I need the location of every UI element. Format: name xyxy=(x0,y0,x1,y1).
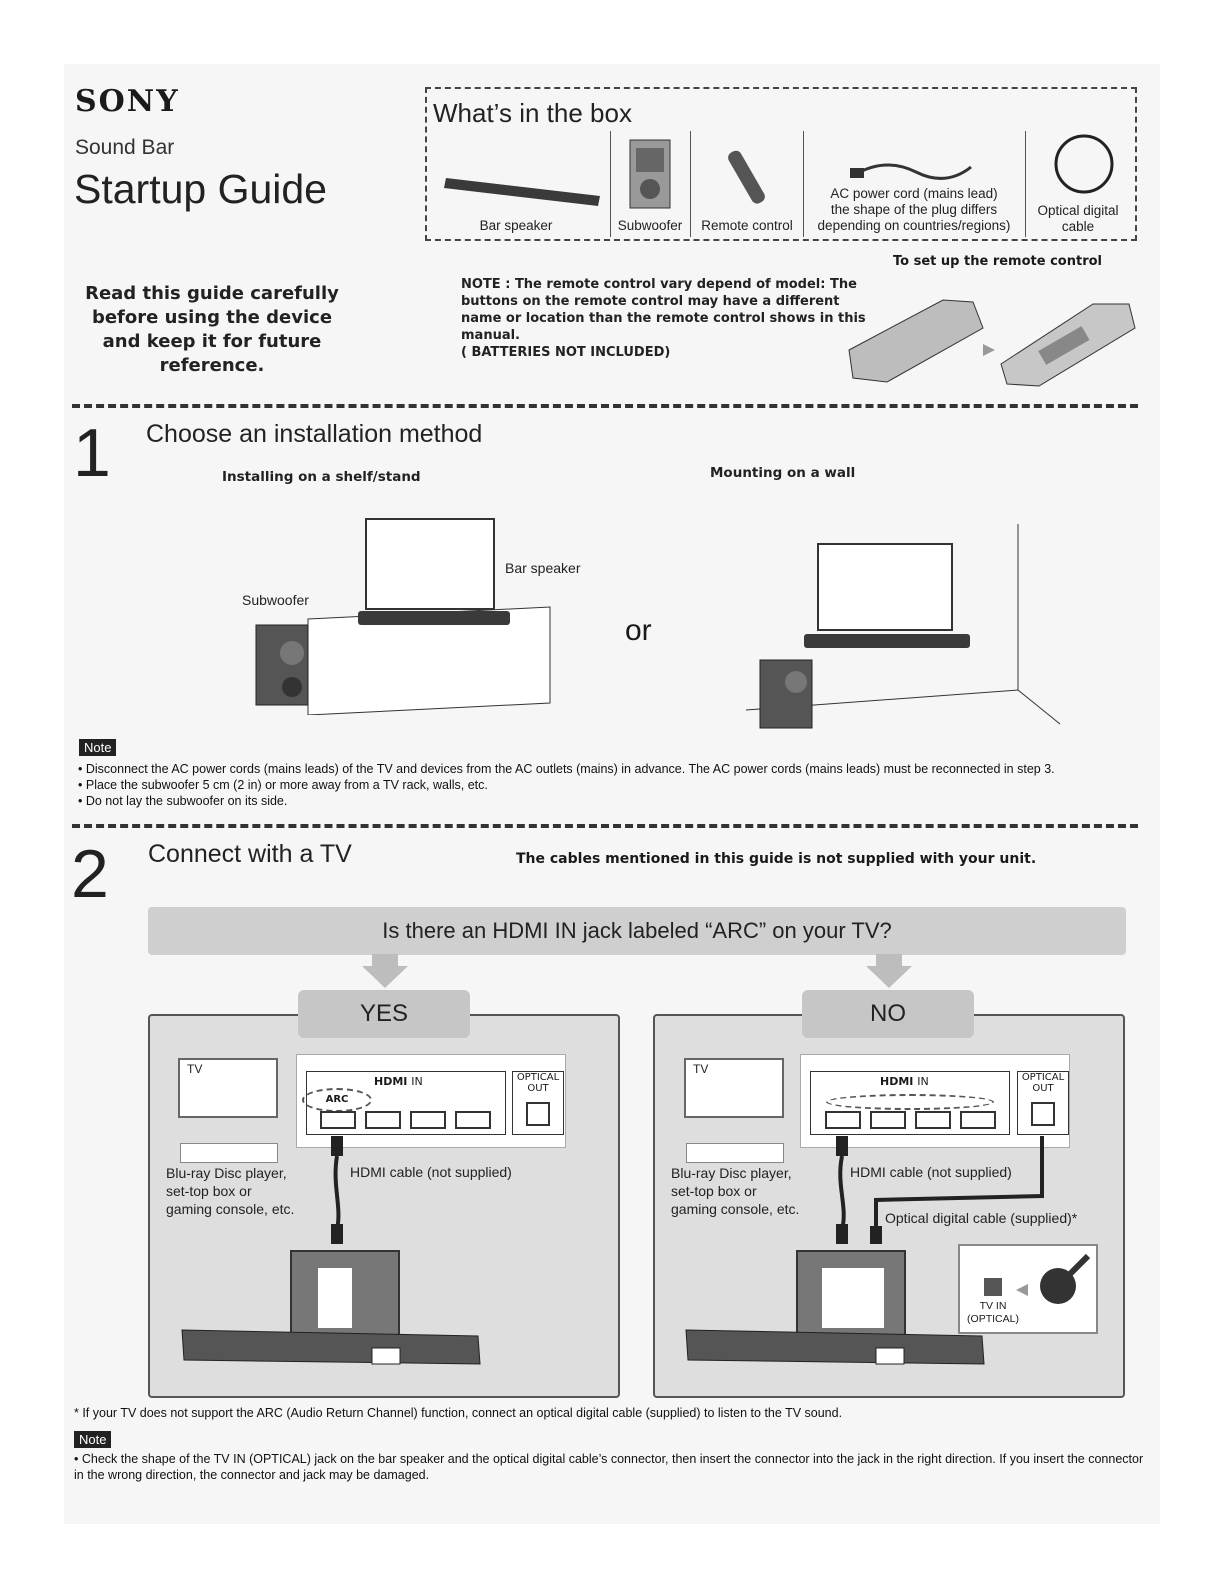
read-guide-note: Read this guide carefully before using t… xyxy=(85,283,339,376)
step-number: 1 xyxy=(73,415,111,491)
wall-label: Mounting on a wall xyxy=(710,465,856,481)
sony-logo: SONY xyxy=(75,84,180,119)
hdmi-port xyxy=(870,1111,906,1129)
box-item-power-cord: AC power cord (mains lead) the shape of … xyxy=(817,186,1011,233)
no-arc-outline xyxy=(826,1094,994,1110)
box-item-optical-cable: Optical digital cable xyxy=(1037,203,1119,234)
hdmi-port xyxy=(410,1111,446,1129)
tv-label: TV xyxy=(187,1062,203,1076)
note-label: NOTE : xyxy=(461,277,511,292)
step-number: 2 xyxy=(71,836,109,912)
remote-note: NOTE : The remote control vary depend of… xyxy=(461,276,881,361)
rear-jacks xyxy=(822,1268,884,1328)
section-divider xyxy=(72,824,1138,828)
note-text: The remote control vary depend of model:… xyxy=(461,277,866,343)
divider xyxy=(610,131,611,237)
note-item: Do not lay the subwoofer on its side. xyxy=(78,793,1158,809)
bar-speaker-icon xyxy=(685,1329,985,1365)
hdmi-logo: HDMI IN xyxy=(374,1075,423,1088)
device-label: Blu-ray Disc player, set-top box or gami… xyxy=(671,1165,800,1217)
no-tab: NO xyxy=(802,990,974,1038)
tv-screen xyxy=(684,1058,784,1118)
optical-cable-label: Optical digital cable (supplied)* xyxy=(885,1210,1078,1226)
cable-routing xyxy=(836,1136,1044,1244)
footnote: * If your TV does not support the ARC (A… xyxy=(74,1406,843,1420)
tv-screen xyxy=(178,1058,278,1118)
arrow-down-icon xyxy=(362,954,408,988)
arrow-down-icon xyxy=(866,954,912,988)
step1-notes: Disconnect the AC power cords (mains lea… xyxy=(78,761,1158,809)
hdmi-port xyxy=(960,1111,996,1129)
note-badge: Note xyxy=(74,1431,112,1448)
yes-tab: YES xyxy=(298,990,470,1038)
optical-port xyxy=(1031,1102,1055,1126)
note-badge: Note xyxy=(79,739,117,756)
hdmi-logo: HDMI IN xyxy=(880,1075,929,1088)
optical-port xyxy=(526,1102,550,1126)
tv-in-optical-label: TV IN (OPTICAL) xyxy=(967,1300,1019,1325)
arc-label: ARC xyxy=(302,1088,372,1112)
box-item-remote: Remote control xyxy=(701,218,793,233)
hdmi-port xyxy=(320,1111,356,1129)
remote-battery-illustration xyxy=(848,299,1136,387)
player-device xyxy=(180,1143,278,1163)
note-item: Place the subwoofer 5 cm (2 in) or more … xyxy=(78,777,1158,793)
subwoofer-icon xyxy=(629,139,671,209)
whats-in-the-box xyxy=(425,87,1137,241)
optical-out-label: OPTICAL OUT xyxy=(512,1071,564,1135)
tv-label: TV xyxy=(693,1062,709,1076)
page-title: Startup Guide xyxy=(74,166,327,212)
step2-notes: Check the shape of the TV IN (OPTICAL) j… xyxy=(74,1451,1144,1483)
hdmi-port xyxy=(365,1111,401,1129)
shelf-label: Installing on a shelf/stand xyxy=(222,469,421,485)
subwoofer-label: Subwoofer xyxy=(242,592,309,608)
bar-speaker-icon xyxy=(444,178,600,206)
hdmi-port xyxy=(915,1111,951,1129)
batteries-note: ( BATTERIES NOT INCLUDED) xyxy=(461,345,671,360)
remote-setup-title: To set up the remote control xyxy=(893,254,1102,269)
device-label: Blu-ray Disc player, set-top box or gami… xyxy=(166,1165,295,1217)
hdmi-port xyxy=(825,1111,861,1129)
step-title: Choose an installation method xyxy=(146,420,483,448)
hdmi-cable-icon xyxy=(331,1136,343,1244)
section-divider xyxy=(72,404,1138,408)
hdmi-in-group xyxy=(810,1071,1010,1135)
wall-mount-illustration xyxy=(745,524,1061,729)
note-item: Check the shape of the TV IN (OPTICAL) j… xyxy=(74,1451,1144,1483)
hdmi-cable-label: HDMI cable (not supplied) xyxy=(350,1164,512,1180)
arc-question: Is there an HDMI IN jack labeled “ARC” o… xyxy=(148,907,1126,955)
product-name: Sound Bar xyxy=(75,136,175,159)
hdmi-cable-label: HDMI cable (not supplied) xyxy=(850,1164,1012,1180)
optical-out-label: OPTICAL OUT xyxy=(1017,1071,1069,1135)
box-item-bar-speaker: Bar speaker xyxy=(479,218,553,233)
divider xyxy=(690,131,691,237)
bar-speaker-label: Bar speaker xyxy=(505,560,581,576)
box-item-subwoofer: Subwoofer xyxy=(617,218,683,233)
power-cord-icon xyxy=(850,163,972,180)
note-item: Disconnect the AC power cords (mains lea… xyxy=(78,761,1158,777)
box-title: What’s in the box xyxy=(433,98,632,128)
step-title: Connect with a TV xyxy=(148,840,352,868)
hdmi-port xyxy=(455,1111,491,1129)
player-device xyxy=(686,1143,784,1163)
optical-plug-icon xyxy=(984,1253,1091,1304)
cables-note: The cables mentioned in this guide is no… xyxy=(516,851,1037,867)
divider xyxy=(803,131,804,237)
hdmi-out-jack xyxy=(318,1268,352,1328)
optical-cable-icon xyxy=(1054,134,1114,194)
or-label: or xyxy=(625,614,652,647)
divider xyxy=(1025,131,1026,237)
shelf-install-illustration xyxy=(255,518,551,715)
bar-speaker-icon xyxy=(181,1329,481,1365)
remote-control-icon xyxy=(728,150,765,204)
